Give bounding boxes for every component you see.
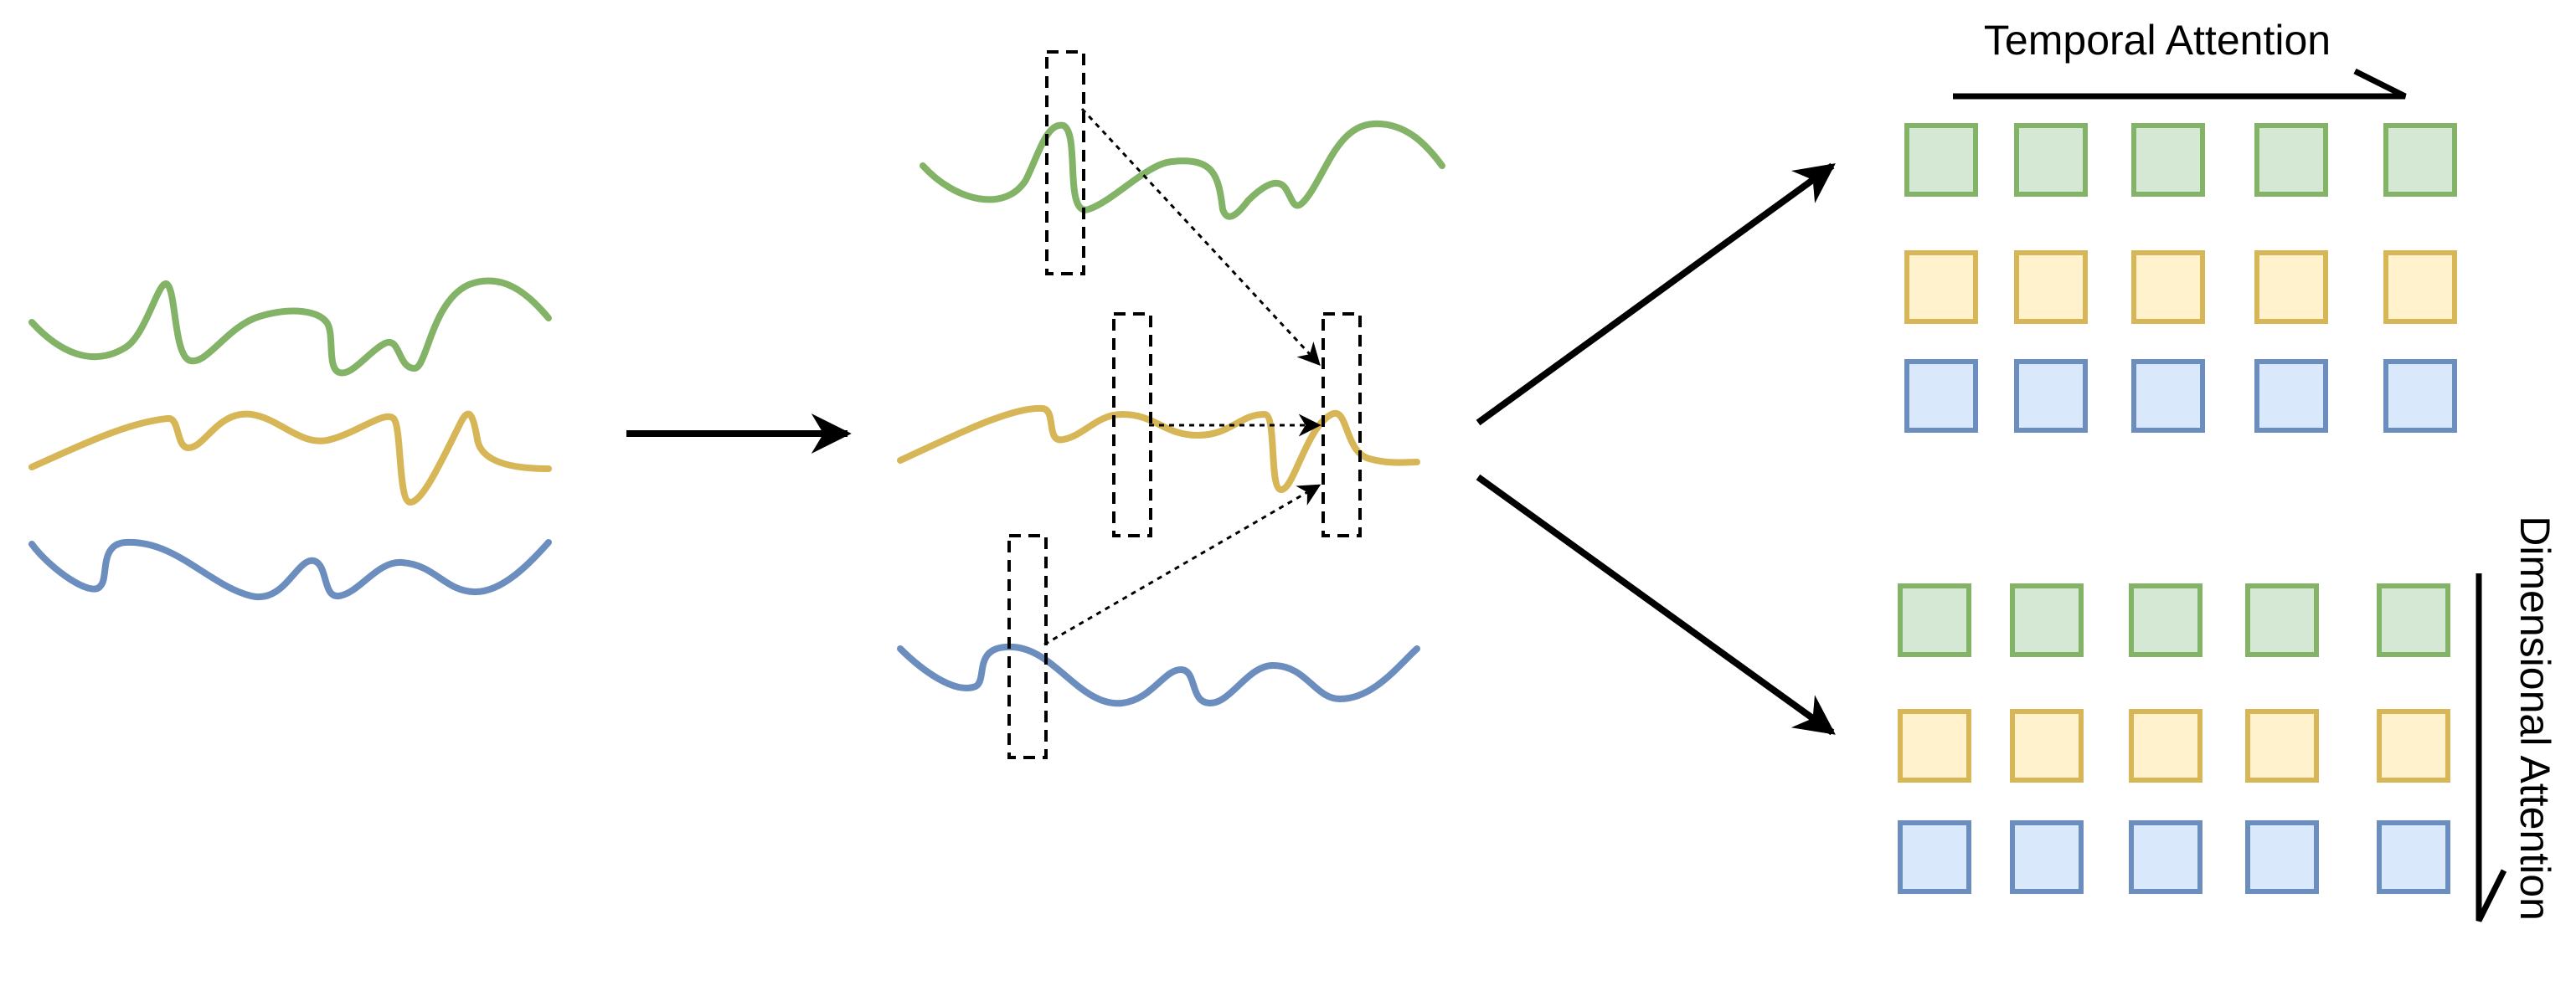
dimensional-attention-label: Dimensional Attention	[2512, 516, 2558, 921]
dimensional-token-green-1	[1898, 583, 1971, 657]
segment-yellow-series	[897, 404, 1420, 493]
temporal-token-green-1	[1904, 123, 1978, 197]
temporal-token-green-5	[2383, 123, 2457, 197]
arrow-to-dimensional	[1476, 474, 1836, 736]
dimensional-token-yellow-4	[2245, 709, 2319, 783]
dependency-arrows	[1043, 107, 1321, 646]
segment-windows	[1007, 50, 1362, 759]
input-series	[28, 277, 552, 601]
window-yellow	[1112, 312, 1152, 537]
temporal-attention-label: Temporal Attention	[1984, 17, 2331, 64]
segment-blue-series	[897, 643, 1420, 707]
dimensional-token-blue-5	[2377, 820, 2450, 894]
window-green	[1045, 50, 1085, 275]
dimensional-token-yellow-2	[2010, 709, 2084, 783]
temporal-token-yellow-2	[2014, 250, 2088, 324]
temporal-token-yellow-1	[1904, 250, 1978, 324]
temporal-token-green-3	[2131, 123, 2205, 197]
dimensional-token-blue-1	[1898, 820, 1971, 894]
temporal-token-blue-2	[2014, 359, 2088, 433]
dimensional-token-yellow-5	[2377, 709, 2450, 783]
temporal-attention: Temporal Attention	[1953, 17, 2407, 100]
dimensional-direction-arrow	[2476, 573, 2507, 922]
dimensional-token-yellow-3	[2129, 709, 2202, 783]
dimensional-grid	[1898, 583, 2450, 894]
dimensional-token-blue-2	[2010, 820, 2084, 894]
input-yellow-series	[28, 410, 552, 506]
temporal-token-green-2	[2014, 123, 2088, 197]
input-green-series	[28, 277, 552, 377]
segmented-series	[897, 120, 1445, 707]
dimensional-token-green-5	[2377, 583, 2450, 657]
input-blue-series	[28, 538, 552, 601]
temporal-grid	[1904, 123, 2457, 433]
dimensional-attention: Dimensional Attention	[2476, 516, 2558, 922]
window-blue	[1007, 534, 1048, 759]
window-target	[1321, 312, 1362, 537]
arrow-green-to-target	[1080, 107, 1321, 366]
temporal-direction-arrow	[1953, 68, 2407, 100]
dimensional-token-yellow-1	[1898, 709, 1971, 783]
temporal-token-green-4	[2254, 123, 2328, 197]
temporal-token-blue-4	[2254, 359, 2328, 433]
dimensional-token-blue-3	[2129, 820, 2202, 894]
temporal-token-blue-1	[1904, 359, 1978, 433]
dimensional-token-green-4	[2245, 583, 2319, 657]
arrow-to-temporal	[1476, 162, 1836, 426]
segment-green-series	[920, 120, 1445, 220]
dimensional-token-green-3	[2129, 583, 2202, 657]
dimensional-token-green-2	[2010, 583, 2084, 657]
temporal-token-yellow-4	[2254, 250, 2328, 324]
temporal-token-blue-3	[2131, 359, 2205, 433]
temporal-token-blue-5	[2383, 359, 2457, 433]
temporal-token-yellow-5	[2383, 250, 2457, 324]
temporal-token-yellow-3	[2131, 250, 2205, 324]
dimensional-token-blue-4	[2245, 820, 2319, 894]
arrow-blue-to-target	[1043, 484, 1321, 646]
